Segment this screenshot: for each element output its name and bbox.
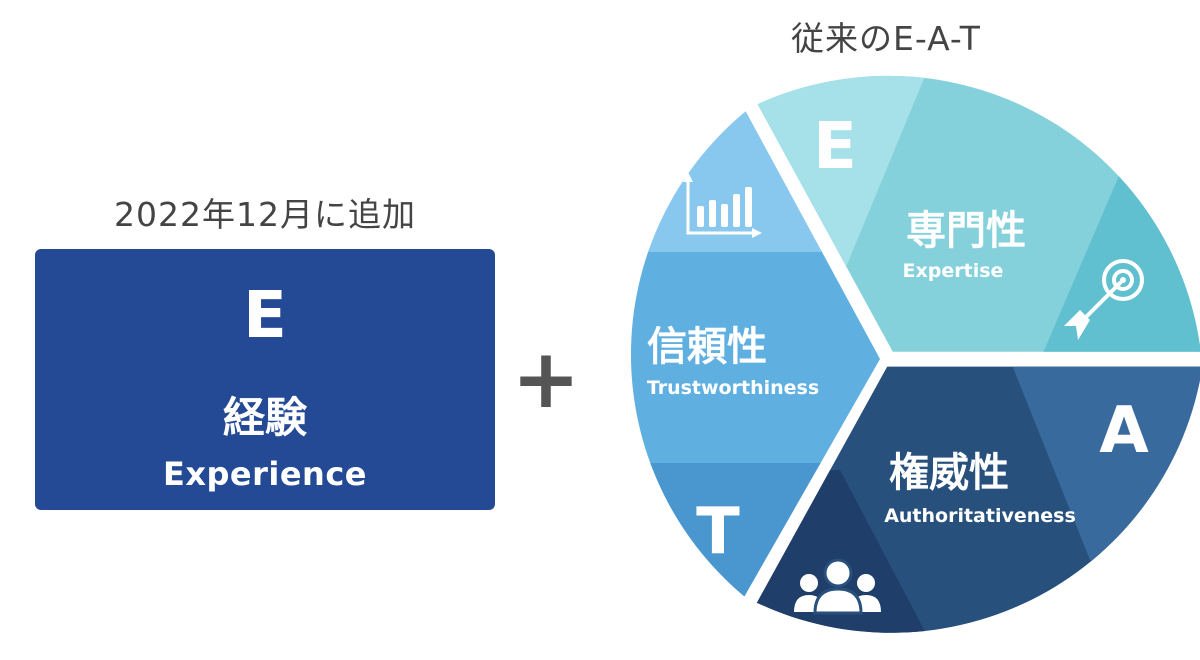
experience-letter: E xyxy=(243,279,287,353)
eat-pie-diagram: 従来のE-A-T E 専門性 E xyxy=(630,19,1200,633)
experience-name-en: Experience xyxy=(162,455,367,493)
authoritativeness-name-en: Authoritativeness xyxy=(884,505,1076,527)
expertise-name-jp: 専門性 xyxy=(906,208,1026,254)
added-caption: 2022年12月に追加 xyxy=(114,195,416,234)
trustworthiness-name-jp: 信頼性 xyxy=(647,324,767,370)
bar-chart-icon xyxy=(683,172,762,238)
experience-name-jp: 経験 xyxy=(222,393,307,442)
trustworthiness-letter: T xyxy=(696,495,740,569)
target-icon xyxy=(1064,259,1144,340)
experience-box: E 経験 Experience xyxy=(35,249,495,510)
expertise-letter: E xyxy=(813,110,857,184)
plus-sign: + xyxy=(511,332,581,427)
expertise-name-en: Expertise xyxy=(903,260,1004,282)
authoritativeness-letter: A xyxy=(1099,394,1149,468)
trustworthiness-name-en: Trustworthiness xyxy=(647,377,819,399)
people-icon xyxy=(794,558,881,615)
eat-title: 従来のE-A-T xyxy=(791,19,981,58)
authoritativeness-name-jp: 権威性 xyxy=(889,450,1009,496)
